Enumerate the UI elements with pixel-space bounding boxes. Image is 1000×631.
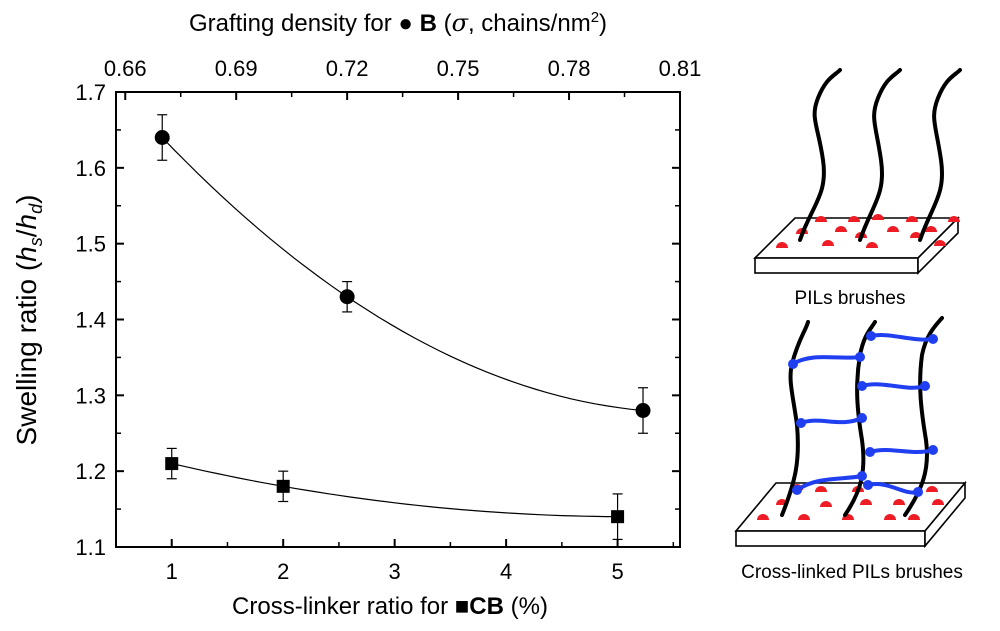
fit-curves (161, 137, 644, 518)
circle-marker-icon: ● (398, 10, 413, 37)
data-series (154, 114, 651, 541)
y-tick-label: 1.3 (75, 383, 106, 408)
x-top-tick-label: 0.75 (437, 56, 480, 81)
crosslinked-brushes-caption: Cross-linked PILs brushes (741, 562, 963, 583)
x-bottom-tick-label: 3 (389, 559, 401, 584)
x-top-tick-label: 0.72 (326, 56, 369, 81)
y-tick-label: 1.7 (75, 80, 106, 105)
data-point-circle (635, 403, 651, 418)
x-bottom-tick-label: 5 (611, 559, 623, 584)
data-point-circle (154, 130, 170, 145)
x-top-tick-label: 0.66 (104, 56, 147, 81)
y-axis-title: Swelling ratio (hs/hd) (11, 195, 46, 446)
y-axis: 1.1 1.2 1.3 1.4 1.5 1.6 1.7 (75, 80, 680, 560)
square-marker-icon: ■ (455, 593, 470, 620)
x-axis-top: 0.66 0.69 0.72 0.75 0.78 0.81 (104, 56, 702, 100)
x-top-axis-title: Grafting density for ● B (σ, chains/nm2) (189, 9, 607, 37)
y-tick-label: 1.4 (75, 308, 106, 333)
pils-brushes-illustration: PILs brushes (753, 68, 962, 309)
data-point-circle (339, 289, 355, 305)
crosslinked-brushes-illustration: Cross-linked PILs brushes (734, 316, 967, 583)
anchor-dots (776, 214, 960, 248)
x-top-tick-label: 0.81 (659, 56, 702, 81)
x-top-tick-label: 0.78 (548, 56, 591, 81)
x-bottom-tick-label: 4 (500, 559, 512, 584)
x-axis-bottom: 1 2 3 4 5 (115, 539, 675, 584)
fit-curve-square (171, 463, 618, 518)
y-tick-label: 1.6 (75, 156, 106, 181)
y-tick-label: 1.2 (75, 459, 106, 484)
plot-frame (115, 91, 681, 548)
substrate (734, 480, 967, 549)
x-top-tick-label: 0.69 (215, 56, 258, 81)
chart: 1.1 1.2 1.3 1.4 1.5 1.6 1.7 1 2 3 4 5 0.66 0.69 0.72… (11, 9, 701, 620)
data-point-square (276, 479, 290, 493)
x-bottom-tick-label: 2 (277, 559, 289, 584)
fit-curve-circle (161, 137, 644, 412)
pils-brushes-caption: PILs brushes (795, 288, 906, 309)
crosslink-nodes (788, 331, 938, 497)
data-point-square (611, 510, 625, 524)
x-bottom-tick-label: 1 (166, 559, 178, 584)
y-tick-label: 1.5 (75, 232, 106, 257)
x-bottom-axis-title: Cross-linker ratio for ■CB (%) (232, 593, 548, 620)
polymer-chains (798, 68, 962, 242)
data-point-square (165, 457, 179, 471)
y-tick-label: 1.1 (75, 535, 106, 560)
